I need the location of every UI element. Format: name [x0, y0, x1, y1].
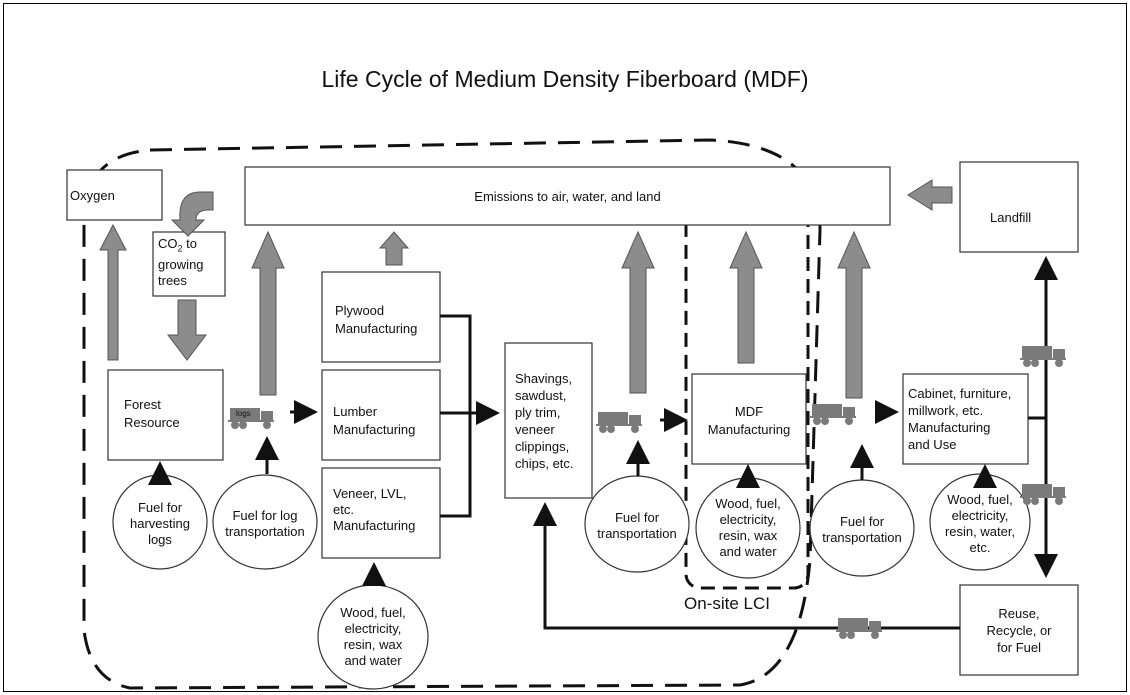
oxygen-label: Oxygen — [70, 188, 115, 203]
landfill-box — [959, 161, 1079, 253]
diagram-title: Life Cycle of Medium Density Fiberboard … — [321, 66, 809, 92]
forest-box — [107, 369, 224, 461]
truck-icon — [836, 618, 882, 639]
co2-label: CO2 to growing trees — [158, 236, 204, 288]
shavings-box — [504, 342, 593, 499]
truck-icon — [1020, 346, 1066, 367]
oxygen-box — [66, 169, 163, 221]
landfill-label: Landfill — [990, 210, 1032, 225]
co2-box — [152, 231, 226, 297]
figure-frame — [3, 3, 1127, 692]
veneer-box — [321, 467, 441, 559]
onsite-lci-label: On-site LCI — [684, 594, 770, 613]
emissions-box — [244, 166, 891, 226]
fuel-log-ellipse — [212, 474, 318, 570]
truck-icon — [596, 412, 642, 433]
lumber-box — [321, 369, 441, 461]
grey-arrows — [99, 179, 953, 399]
cabinet-box — [902, 373, 1029, 465]
wood-cabinet-label: Wood, fuel,electricity, resin, water,etc… — [944, 492, 1016, 555]
veneer-label: Veneer, LVL,etc.Manufacturing — [333, 486, 416, 533]
reuse-box — [959, 584, 1079, 676]
truck-icon — [810, 404, 856, 425]
cabinet-label: Cabinet, furniture,millwork, etc. Manufa… — [908, 386, 1012, 452]
plywood-box — [321, 271, 441, 363]
emissions-label: Emissions to air, water, and land — [474, 189, 661, 204]
truck-icon — [228, 408, 274, 429]
truck-logs-label: logs — [236, 409, 251, 418]
